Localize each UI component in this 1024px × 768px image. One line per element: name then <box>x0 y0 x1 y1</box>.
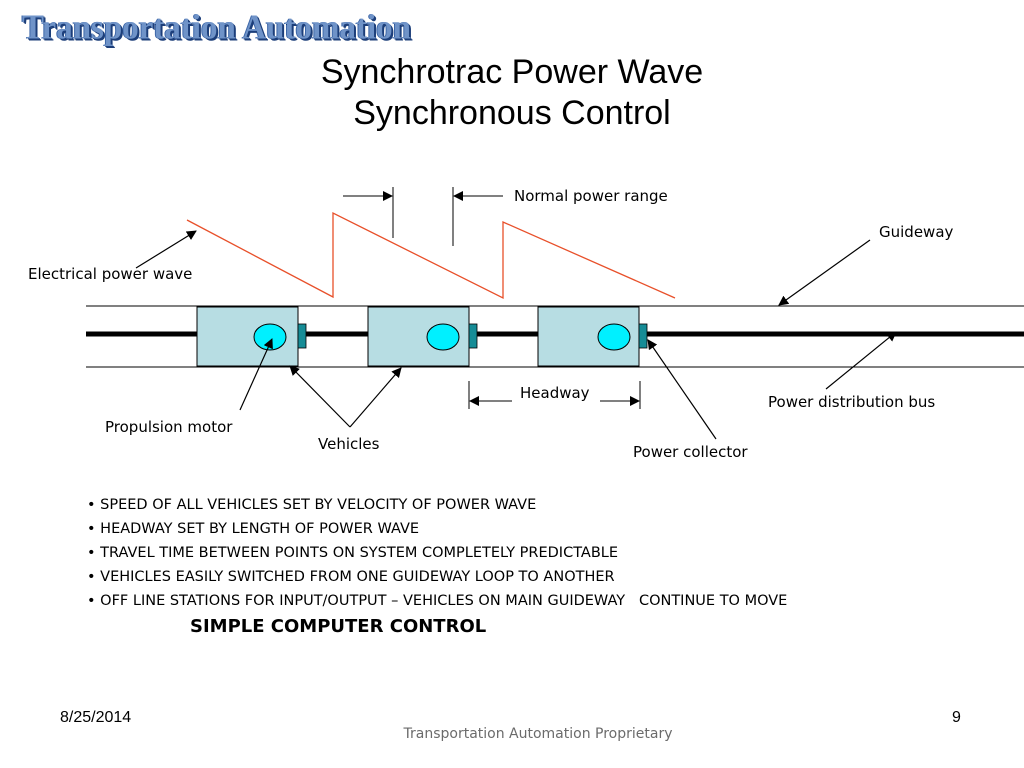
label-power-collector: Power collector <box>633 443 748 461</box>
propulsion-motor <box>253 323 287 351</box>
power-collector <box>468 323 478 349</box>
power-collector <box>638 323 648 349</box>
vehicle <box>196 306 307 367</box>
bus-callout-arrow <box>825 331 897 390</box>
propulsion-motor-callout-arrow <box>239 338 273 411</box>
normal-power-range-marker <box>343 187 503 246</box>
bullet-item: • OFF LINE STATIONS FOR INPUT/OUTPUT – V… <box>87 593 788 609</box>
label-headway: Headway <box>520 384 590 402</box>
power-wave-callout-arrow <box>135 230 197 269</box>
logo: Transportation Automation <box>22 9 412 47</box>
bullet-item: • SPEED OF ALL VEHICLES SET BY VELOCITY … <box>87 497 537 513</box>
footer-text: Transportation Automation Proprietary <box>403 726 673 742</box>
power-collector-callout-arrow <box>647 339 717 440</box>
vehicle <box>537 306 648 367</box>
simple-control-heading: SIMPLE COMPUTER CONTROL <box>190 616 487 637</box>
label-guideway: Guideway <box>879 223 954 241</box>
electrical-power-wave <box>186 211 676 300</box>
vehicles-callout-arrow <box>289 365 351 428</box>
bullet-list: • SPEED OF ALL VEHICLES SET BY VELOCITY … <box>87 493 787 613</box>
label-propulsion-motor: Propulsion motor <box>105 418 233 436</box>
label-normal-power-range: Normal power range <box>514 187 668 205</box>
title-line-1: Synchrotrac Power Wave <box>320 53 704 91</box>
power-collector <box>297 323 307 349</box>
page-title: Synchrotrac Power Wave Synchronous Contr… <box>0 52 1024 134</box>
headway-marker <box>468 381 641 409</box>
footer-date: 8/25/2014 <box>60 709 132 726</box>
label-vehicles: Vehicles <box>318 435 380 453</box>
bullet-item: • VEHICLES EASILY SWITCHED FROM ONE GUID… <box>87 569 615 585</box>
page-number: 9 <box>952 709 961 726</box>
guideway-callout-arrow <box>778 239 871 306</box>
vehicles-callout-arrow <box>349 367 402 428</box>
vehicle <box>367 306 478 367</box>
propulsion-motor <box>426 323 460 351</box>
label-electrical-power-wave: Electrical power wave <box>28 265 193 283</box>
title-line-2: Synchronous Control <box>353 94 671 132</box>
bullet-item: • HEADWAY SET BY LENGTH OF POWER WAVE <box>87 521 420 537</box>
propulsion-motor <box>597 323 631 351</box>
bullet-item: • TRAVEL TIME BETWEEN POINTS ON SYSTEM C… <box>87 545 619 561</box>
label-power-distribution-bus: Power distribution bus <box>768 393 936 411</box>
